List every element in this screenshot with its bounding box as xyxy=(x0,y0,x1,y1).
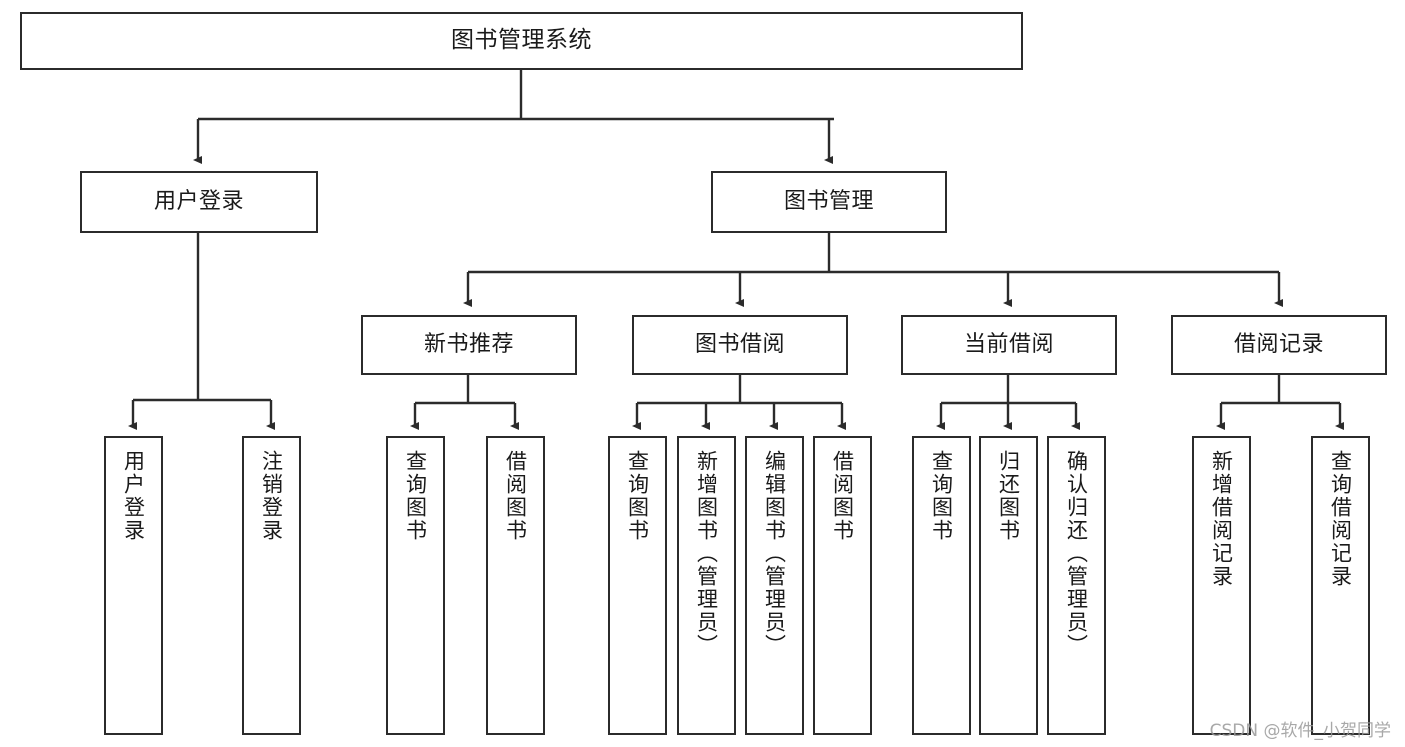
node-book-management[interactable]: 图书管理 xyxy=(711,171,947,233)
node-label: 新书推荐 xyxy=(423,332,514,358)
node-label: 图书管理 xyxy=(783,189,874,215)
leaf-current-query-book[interactable]: 查询图书 xyxy=(912,436,971,735)
node-label: 借阅图书 xyxy=(503,450,528,542)
node-label: 查询图书 xyxy=(403,450,428,542)
node-label: 图书管理系统 xyxy=(451,27,592,54)
node-label: 新增借阅记录 xyxy=(1209,450,1234,588)
csdn-watermark: CSDN @软件_小贺同学 xyxy=(1209,721,1391,741)
leaf-borrow-add-book-admin[interactable]: 新增图书（管理员） xyxy=(677,436,736,735)
leaf-recommend-borrow-book[interactable]: 借阅图书 xyxy=(486,436,545,735)
node-label: 编辑图书（管理员） xyxy=(762,450,787,657)
leaf-borrow-edit-book-admin[interactable]: 编辑图书（管理员） xyxy=(745,436,804,735)
node-label: 查询图书 xyxy=(929,450,954,542)
leaf-current-confirm-return-admin[interactable]: 确认归还（管理员） xyxy=(1047,436,1106,735)
node-label: 查询借阅记录 xyxy=(1328,450,1353,588)
node-label: 新增图书（管理员） xyxy=(694,450,719,657)
leaf-borrow-borrow-book[interactable]: 借阅图书 xyxy=(813,436,872,735)
node-label: 归还图书 xyxy=(996,450,1021,542)
node-label: 用户登录 xyxy=(121,450,146,542)
leaf-user-login-logout[interactable]: 注销登录 xyxy=(242,436,301,735)
node-borrow-record[interactable]: 借阅记录 xyxy=(1171,315,1387,375)
node-book-borrow[interactable]: 图书借阅 xyxy=(632,315,848,375)
node-label: 借阅记录 xyxy=(1233,332,1324,358)
leaf-record-add-record[interactable]: 新增借阅记录 xyxy=(1192,436,1251,735)
node-user-login[interactable]: 用户登录 xyxy=(80,171,318,233)
node-label: 查询图书 xyxy=(625,450,650,542)
leaf-record-query-record[interactable]: 查询借阅记录 xyxy=(1311,436,1370,735)
leaf-user-login-login[interactable]: 用户登录 xyxy=(104,436,163,735)
node-current-borrow[interactable]: 当前借阅 xyxy=(901,315,1117,375)
node-new-book-recommend[interactable]: 新书推荐 xyxy=(361,315,577,375)
leaf-recommend-query-book[interactable]: 查询图书 xyxy=(386,436,445,735)
node-label: 当前借阅 xyxy=(963,332,1054,358)
node-label: 用户登录 xyxy=(153,189,244,215)
leaf-borrow-query-book[interactable]: 查询图书 xyxy=(608,436,667,735)
node-label: 借阅图书 xyxy=(830,450,855,542)
node-label: 确认归还（管理员） xyxy=(1064,450,1089,657)
leaf-current-return-book[interactable]: 归还图书 xyxy=(979,436,1038,735)
node-root-system[interactable]: 图书管理系统 xyxy=(20,12,1023,70)
node-label: 注销登录 xyxy=(259,450,284,542)
node-label: 图书借阅 xyxy=(694,332,785,358)
